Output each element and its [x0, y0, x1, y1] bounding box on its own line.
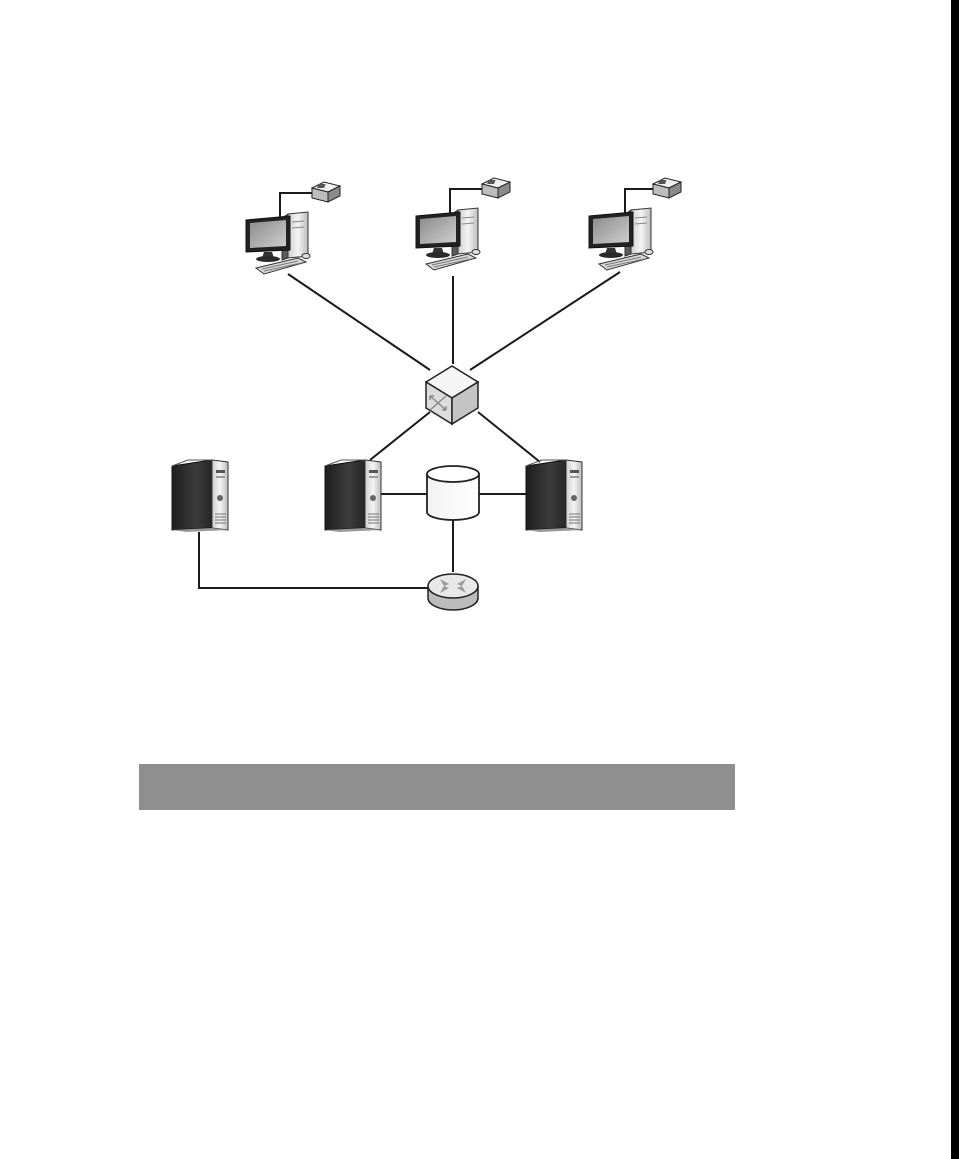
edge-workstation-1-switch — [287, 273, 431, 371]
edge-peripheral-1-workstation-1 — [279, 192, 314, 222]
peripheral-device-icon — [311, 181, 341, 203]
tower-server-icon — [171, 459, 229, 533]
edge-server-standalone-router — [198, 532, 430, 589]
database-cylinder-icon — [426, 465, 480, 521]
tower-server-icon — [525, 459, 583, 533]
desktop-computer-icon — [415, 207, 481, 271]
desktop-computer-icon — [588, 207, 654, 271]
desktop-computer-icon — [245, 211, 311, 275]
edge-switch-server-left — [369, 411, 431, 461]
edge-switch-server-right — [477, 411, 541, 463]
network-switch-icon — [424, 365, 480, 426]
peripheral-device-icon — [652, 177, 682, 199]
router-icon — [427, 573, 479, 611]
connection-lines — [198, 188, 655, 589]
page-right-edge — [951, 0, 959, 1159]
caption-bar — [139, 764, 735, 810]
peripheral-device-icon — [481, 177, 511, 199]
edge-peripheral-2-workstation-2 — [449, 188, 484, 218]
edge-workstation-3-switch — [469, 271, 621, 371]
edge-peripheral-3-workstation-3 — [624, 188, 655, 218]
tower-server-icon — [324, 459, 382, 533]
